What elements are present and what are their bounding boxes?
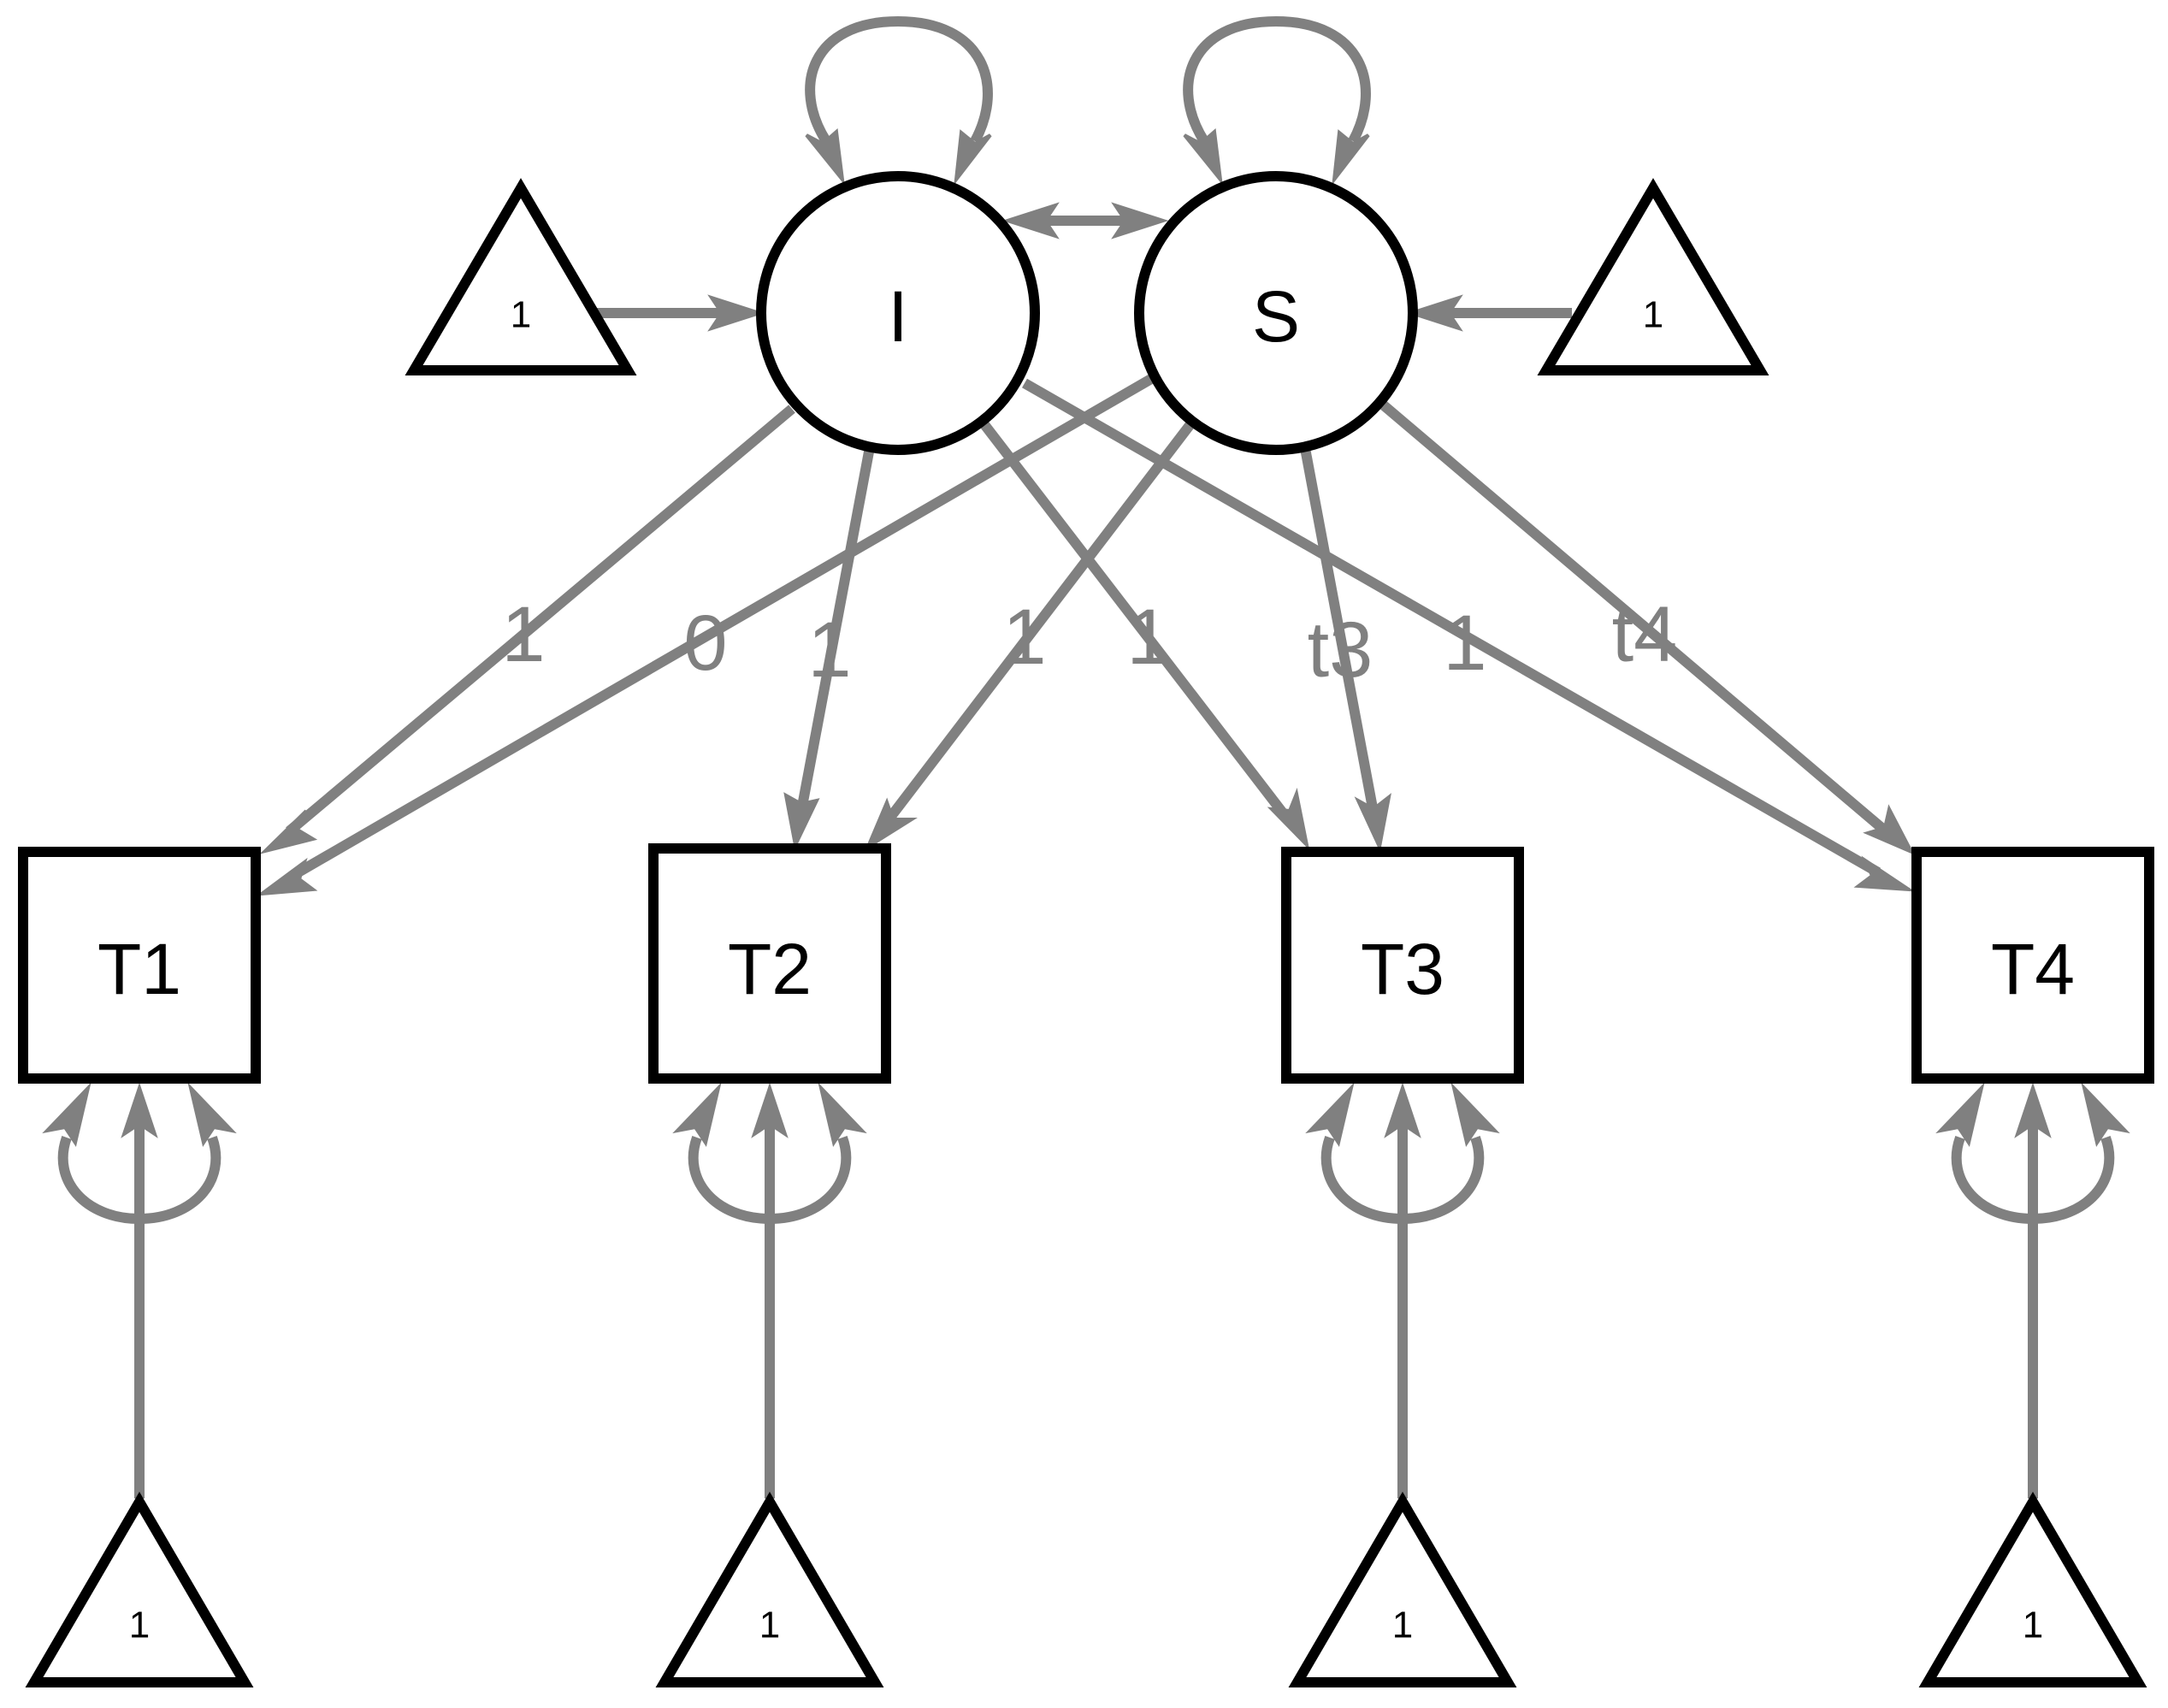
observed-node-T2[interactable]: T2 bbox=[648, 843, 891, 1084]
latent-label-I: I bbox=[888, 276, 907, 357]
mean-path-I bbox=[596, 294, 765, 332]
variance-loop-S bbox=[1183, 15, 1371, 186]
residual-loop-T3 bbox=[1305, 1082, 1500, 1225]
mean-path-S bbox=[1405, 294, 1572, 332]
intercept-path-T2 bbox=[751, 1082, 789, 1498]
loading-S-T1 bbox=[256, 374, 1155, 896]
loading-S-T4 bbox=[1380, 401, 1916, 856]
intercept-path-T1 bbox=[121, 1082, 158, 1498]
observed-label-T1: T1 bbox=[97, 929, 181, 1009]
observed-node-T4[interactable]: T4 bbox=[1911, 847, 2154, 1084]
loading-label-S-T2: 1 bbox=[1002, 594, 1046, 681]
covariance-I-S bbox=[1001, 202, 1169, 239]
loading-S-T3 bbox=[1300, 446, 1391, 853]
constant-node-T1[interactable]: 1 bbox=[25, 1492, 254, 1687]
residual-loop-T2 bbox=[672, 1082, 867, 1225]
intercept-path-T3 bbox=[1384, 1082, 1421, 1498]
observed-label-T2: T2 bbox=[728, 929, 812, 1009]
constant-node-T3[interactable]: 1 bbox=[1288, 1492, 1517, 1687]
variance-loop-I bbox=[805, 15, 993, 186]
loading-label-S-T4: t4 bbox=[1612, 591, 1678, 678]
loading-I-T1 bbox=[259, 405, 795, 854]
constant-node-S[interactable]: 1 bbox=[1537, 178, 1769, 375]
constant-label-S: 1 bbox=[1643, 294, 1663, 336]
loading-label-I-T4: 1 bbox=[1443, 600, 1486, 687]
constant-label-T4: 1 bbox=[2023, 1605, 2043, 1646]
observed-node-T1[interactable]: T1 bbox=[18, 847, 261, 1084]
loading-S-T2 bbox=[864, 421, 1195, 852]
observed-label-T4: T4 bbox=[1991, 929, 2075, 1009]
intercept-path-T4 bbox=[2014, 1082, 2052, 1498]
constant-node-T4[interactable]: 1 bbox=[1918, 1492, 2147, 1687]
observed-label-T3: T3 bbox=[1361, 929, 1444, 1009]
loading-label-I-T3: 1 bbox=[1126, 594, 1170, 681]
loading-I-T3 bbox=[979, 420, 1310, 851]
constant-node-T2[interactable]: 1 bbox=[655, 1492, 884, 1687]
loading-I-T2 bbox=[783, 446, 875, 851]
residual-loop-T1 bbox=[42, 1082, 237, 1225]
constant-node-I[interactable]: 1 bbox=[405, 178, 637, 375]
loading-label-S-T3: t3 bbox=[1308, 606, 1373, 694]
observed-node-T3[interactable]: T3 bbox=[1281, 847, 1524, 1084]
latent-node-I[interactable]: I bbox=[756, 171, 1040, 455]
residual-loop-T4 bbox=[1935, 1082, 2130, 1225]
latent-label-S: S bbox=[1252, 276, 1300, 357]
loading-label-I-T2: 1 bbox=[807, 606, 851, 694]
constant-label-T3: 1 bbox=[1392, 1605, 1413, 1646]
constant-label-I: 1 bbox=[511, 294, 531, 336]
constant-label-T1: 1 bbox=[129, 1605, 150, 1646]
loading-I-T4 bbox=[1022, 378, 1916, 892]
constant-label-T2: 1 bbox=[759, 1605, 780, 1646]
loading-label-S-T1: 0 bbox=[683, 600, 727, 687]
loading-label-I-T1: 1 bbox=[501, 591, 545, 678]
latent-node-S[interactable]: S bbox=[1134, 171, 1418, 455]
